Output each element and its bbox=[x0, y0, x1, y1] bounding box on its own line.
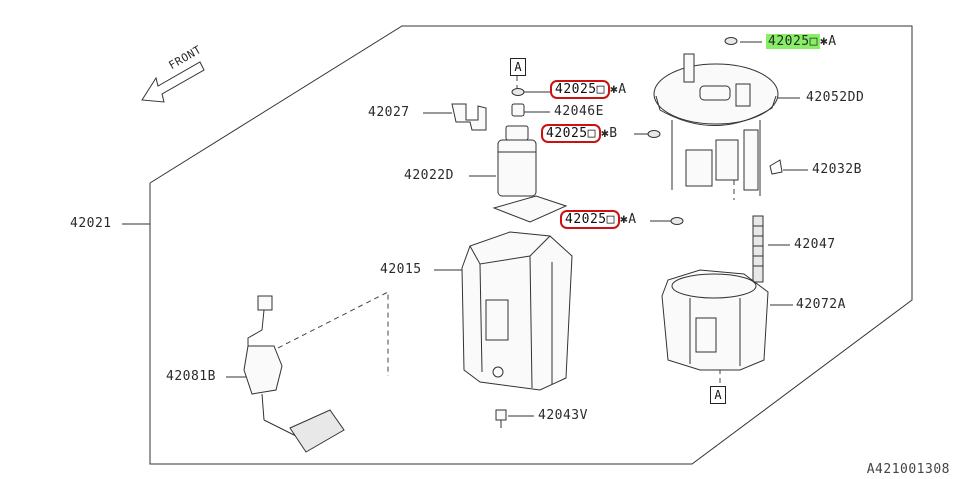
part-42047-label: 42047 bbox=[794, 237, 836, 252]
box-marker-a-top: A bbox=[510, 58, 526, 76]
marker-a: ✱A bbox=[609, 82, 627, 97]
seal-code-highlighted: 42025□ bbox=[766, 34, 820, 49]
fuel-level-sender bbox=[243, 295, 345, 453]
part-42043v-label: 42043V bbox=[538, 408, 588, 423]
seal-code: 42025□ bbox=[550, 80, 610, 99]
reference-code: A421001308 bbox=[866, 462, 950, 477]
part-42027-label: 42027 bbox=[368, 105, 410, 120]
part-42081b-label: 42081B bbox=[166, 369, 216, 384]
seal-callout-a-upper[interactable]: 42025□✱A bbox=[550, 80, 627, 99]
seal-code: 42025□ bbox=[541, 124, 601, 143]
seal-callout-top-right[interactable]: 42025□✱A bbox=[766, 34, 837, 50]
spring-rod bbox=[752, 215, 764, 283]
lower-housing bbox=[661, 269, 769, 371]
marker-a: ✱A bbox=[619, 212, 637, 227]
part-42021-label: 42021 bbox=[70, 216, 112, 231]
part-42052dd-label: 42052DD bbox=[806, 90, 865, 105]
part-42015-label: 42015 bbox=[380, 262, 422, 277]
seal-callout-b[interactable]: 42025□✱B bbox=[541, 124, 618, 143]
box-marker-a-bottom: A bbox=[710, 386, 726, 404]
part-42072a-label: 42072A bbox=[796, 297, 846, 312]
part-42046e-label: 42046E bbox=[554, 104, 604, 119]
pump-flange bbox=[653, 53, 779, 196]
part-42032b-label: 42032B bbox=[812, 162, 862, 177]
part-42022d-label: 42022D bbox=[404, 168, 454, 183]
fuel-pump bbox=[492, 125, 568, 223]
seal-callout-a-lower[interactable]: 42025□✱A bbox=[560, 210, 637, 229]
reservoir-cup bbox=[461, 231, 573, 391]
marker-b: ✱B bbox=[600, 126, 618, 141]
marker-a: ✱A bbox=[819, 34, 837, 49]
seal-code: 42025□ bbox=[560, 210, 620, 229]
front-arrow-icon bbox=[141, 61, 205, 103]
assembly-boundary bbox=[149, 25, 913, 465]
